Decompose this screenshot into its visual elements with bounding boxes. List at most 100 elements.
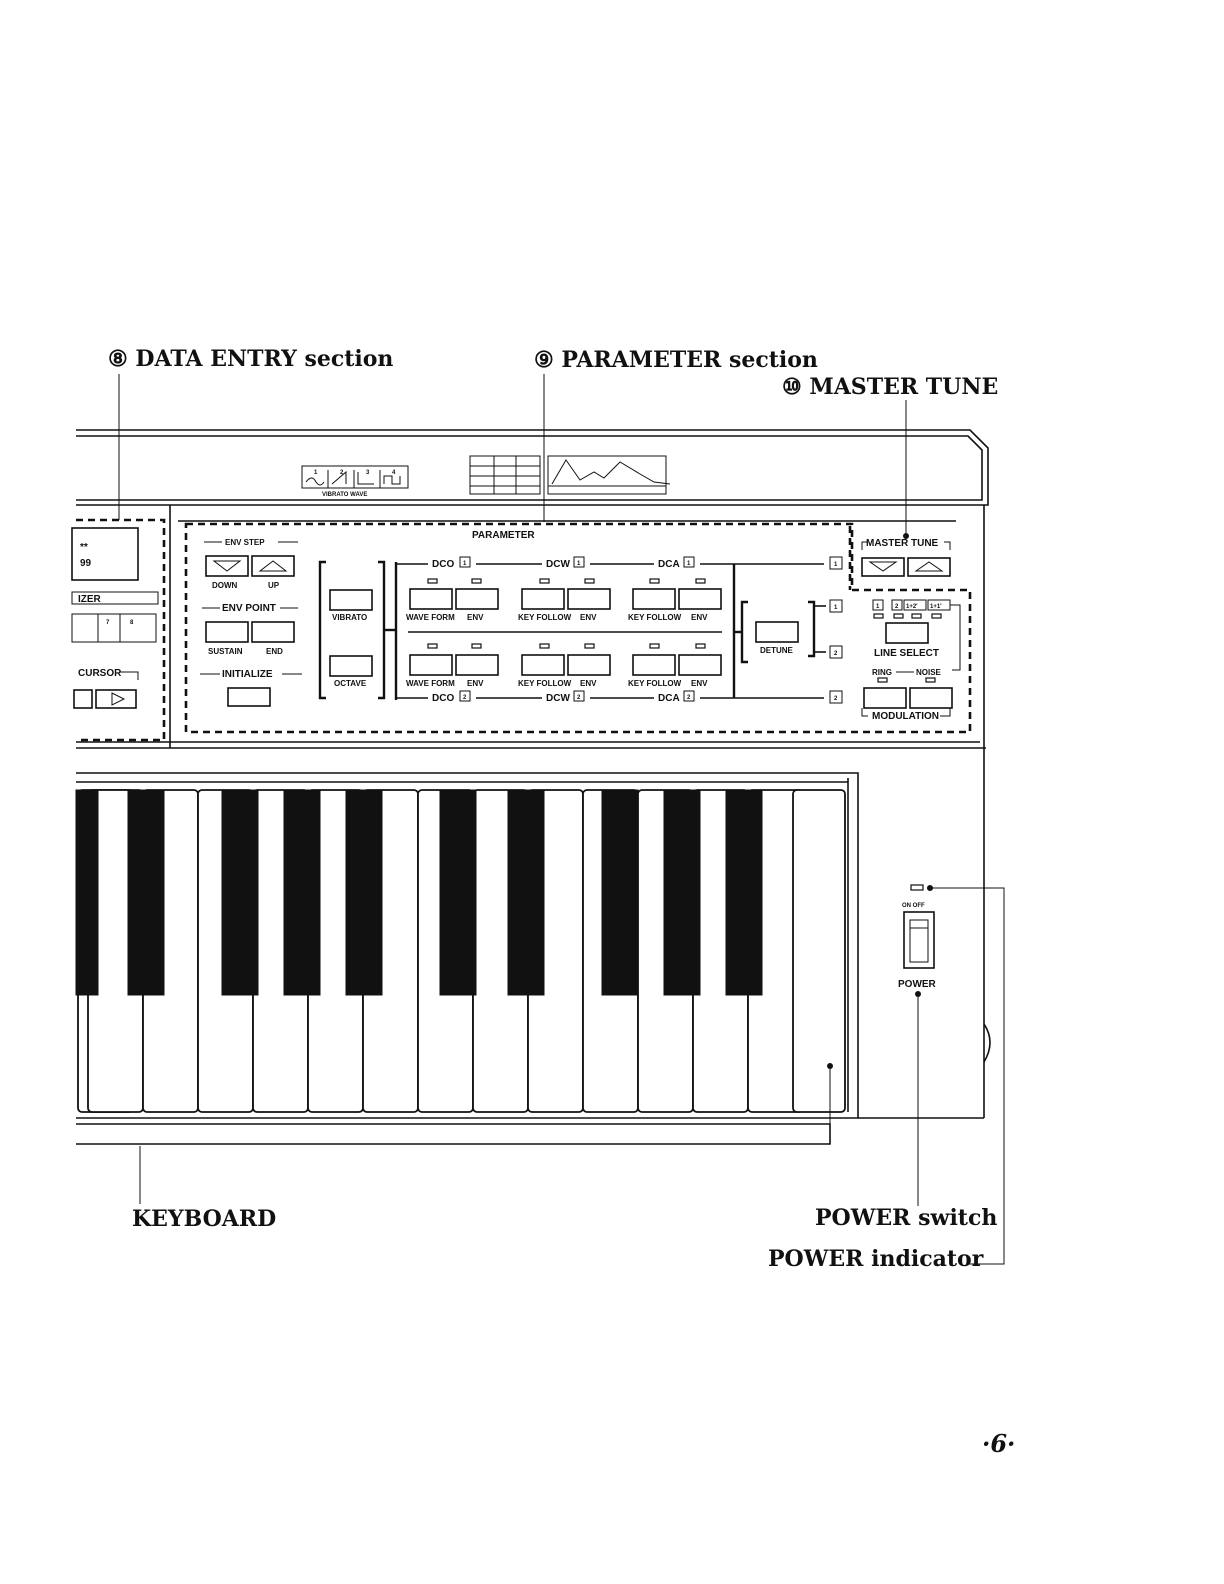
up-arrow-icon (258, 560, 288, 572)
keyboard-callout: KEYBOARD (132, 1206, 276, 1232)
power-indicator-callout: POWER indicator (768, 1246, 984, 1272)
black-key[interactable] (221, 789, 259, 996)
dco2-env-button[interactable] (455, 654, 499, 676)
vibrato-wave-label: VIBRATO WAVE (322, 492, 367, 498)
line-select-button[interactable] (885, 622, 929, 644)
ring-label: RING (872, 668, 892, 677)
dco1-env-button[interactable] (455, 588, 499, 610)
black-key[interactable] (507, 789, 545, 996)
env-label: ENV (467, 613, 484, 622)
svg-text:1: 1 (834, 562, 838, 568)
wave-form-label: WAVE FORM (406, 679, 455, 688)
line1-output-tag (829, 556, 843, 570)
black-key[interactable] (601, 789, 639, 996)
keyboard-frame (76, 772, 859, 1119)
dcw1-env-button[interactable] (567, 588, 611, 610)
power-indicator-led (910, 884, 924, 891)
master-tune-down-button[interactable] (861, 557, 905, 577)
data-entry-callout: ⑧ DATA ENTRY section (108, 346, 393, 372)
noise-label: NOISE (916, 668, 942, 677)
svg-text:2: 2 (340, 470, 344, 476)
top-panel-inner (76, 435, 983, 501)
up-arrow-icon (914, 561, 944, 572)
led (911, 613, 922, 619)
vibrato-button[interactable] (329, 589, 373, 611)
cursor-left-button[interactable] (73, 689, 93, 709)
white-key[interactable] (792, 789, 846, 1113)
env-step-up-button[interactable] (251, 555, 295, 577)
parameter-dashed-border (184, 522, 972, 734)
initialize-label: INITIALIZE (222, 669, 273, 680)
black-key[interactable] (725, 789, 763, 996)
black-key[interactable] (345, 789, 383, 996)
led (931, 613, 942, 619)
power-switch-callout: POWER switch (815, 1205, 997, 1231)
envelope-graphic (469, 455, 671, 495)
led (649, 643, 660, 649)
sustain-button[interactable] (205, 621, 249, 643)
dcw2-env-button[interactable] (567, 654, 611, 676)
env-label: ENV (691, 679, 708, 688)
env-step-down-button[interactable] (205, 555, 249, 577)
led (893, 613, 904, 619)
dca1-env-button[interactable] (678, 588, 722, 610)
display-line2: 99 (80, 558, 92, 569)
sine-wave-icon (305, 477, 325, 486)
black-key[interactable] (439, 789, 477, 996)
led (584, 643, 595, 649)
vibrato-wave-graphic: 1 2 3 4 VIBRATO WAVE (301, 465, 409, 498)
parameter-callout: ⑨ PARAMETER section (534, 347, 818, 373)
dca1-keyfollow-button[interactable] (632, 588, 676, 610)
parameter-title: PARAMETER (472, 530, 535, 541)
line2-output-tag (829, 690, 843, 704)
line-option-4: 1+1' (930, 604, 942, 610)
sawtooth-up-icon (331, 470, 347, 485)
master-tune-up-button[interactable] (907, 557, 951, 577)
up-label: UP (268, 581, 280, 590)
dca2-keyfollow-button[interactable] (632, 654, 676, 676)
black-keys (75, 789, 763, 996)
led (471, 578, 482, 584)
detune-line2-tag (829, 645, 843, 659)
black-key[interactable] (127, 789, 165, 996)
down-label: DOWN (212, 581, 238, 590)
led (427, 643, 438, 649)
tone-key-strip (71, 613, 157, 643)
dcw1-keyfollow-button[interactable] (521, 588, 565, 610)
initialize-button[interactable] (227, 687, 271, 707)
cursor-right-button[interactable] (95, 689, 137, 709)
dco2-waveform-button[interactable] (409, 654, 453, 676)
dca1-label: DCA (658, 559, 680, 570)
line-select-label: LINE SELECT (874, 648, 939, 659)
end-button[interactable] (251, 621, 295, 643)
master-tune-callout: ⑩ MASTER TUNE (782, 374, 998, 400)
sawtooth-down-icon (357, 472, 374, 485)
detune-button[interactable] (755, 621, 799, 643)
black-key[interactable] (283, 789, 321, 996)
led (695, 643, 706, 649)
svg-text:2: 2 (577, 695, 581, 701)
svg-text:8: 8 (130, 620, 134, 626)
led (584, 578, 595, 584)
power-switch[interactable] (903, 911, 935, 969)
dcw2-label: DCW (546, 693, 570, 704)
dcw2-keyfollow-button[interactable] (521, 654, 565, 676)
dco1-waveform-button[interactable] (409, 588, 453, 610)
dca2-env-button[interactable] (678, 654, 722, 676)
key-follow-label: KEY FOLLOW (628, 613, 682, 622)
noise-button[interactable] (909, 687, 953, 709)
led (649, 578, 660, 584)
ring-button[interactable] (863, 687, 907, 709)
black-key[interactable] (75, 789, 99, 996)
end-label: END (266, 647, 283, 656)
svg-text:1: 1 (687, 561, 691, 567)
right-arrow-icon (111, 692, 126, 706)
detune-line1-tag (829, 599, 843, 613)
black-key[interactable] (663, 789, 701, 996)
octave-button[interactable] (329, 655, 373, 677)
power-switch-rocker[interactable] (909, 919, 929, 963)
down-arrow-icon (868, 561, 898, 572)
izer-label: IZER (78, 594, 102, 605)
octave-label: OCTAVE (334, 679, 367, 688)
page-number: ·6· (982, 1429, 1015, 1458)
